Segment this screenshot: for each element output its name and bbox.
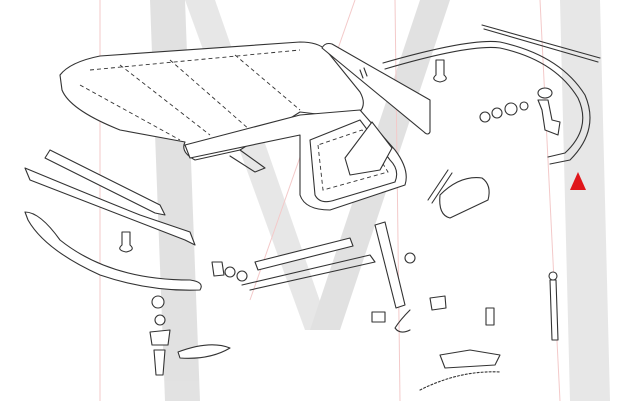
- rod: [549, 279, 559, 341]
- plate: [149, 329, 171, 346]
- glass-mark: [359, 67, 368, 79]
- watermark-line: [539, 0, 561, 401]
- rear-window-glass: [321, 42, 431, 135]
- curved-rail: [382, 40, 591, 165]
- rail-middle: [24, 167, 196, 246]
- bolt: [433, 59, 447, 83]
- washer: [504, 102, 518, 116]
- soft-top: [59, 41, 407, 211]
- watermark-line: [394, 0, 401, 401]
- seal-strip: [427, 169, 453, 204]
- rail-lower: [24, 211, 202, 291]
- screw: [119, 231, 133, 253]
- spring: [419, 371, 501, 391]
- bolt: [429, 295, 447, 311]
- rail-upper: [44, 149, 166, 216]
- washer: [236, 270, 248, 282]
- nut: [404, 252, 416, 264]
- washer: [224, 266, 236, 278]
- screw: [371, 311, 386, 323]
- nut: [151, 295, 165, 309]
- rod-head: [548, 271, 558, 281]
- hardware-set: [433, 59, 561, 136]
- nut: [479, 111, 491, 123]
- bracket-plate: [439, 349, 501, 369]
- watermark-stroke-right: [560, 0, 610, 401]
- washer: [491, 107, 503, 119]
- bolt: [153, 349, 166, 376]
- bolt: [485, 307, 495, 326]
- link-arm: [241, 254, 376, 291]
- curved-rail-inner: [384, 46, 584, 158]
- hook: [394, 309, 411, 333]
- clip: [177, 344, 231, 359]
- washer: [154, 314, 166, 326]
- seal-rod: [481, 24, 601, 63]
- cap: [537, 87, 553, 99]
- tube: [254, 237, 354, 271]
- spring-washer: [519, 101, 529, 111]
- quarter-glass: [439, 177, 490, 219]
- red-arrow-marker: [570, 172, 586, 190]
- lever: [374, 221, 406, 309]
- bolt: [211, 261, 225, 277]
- bracket: [537, 99, 561, 136]
